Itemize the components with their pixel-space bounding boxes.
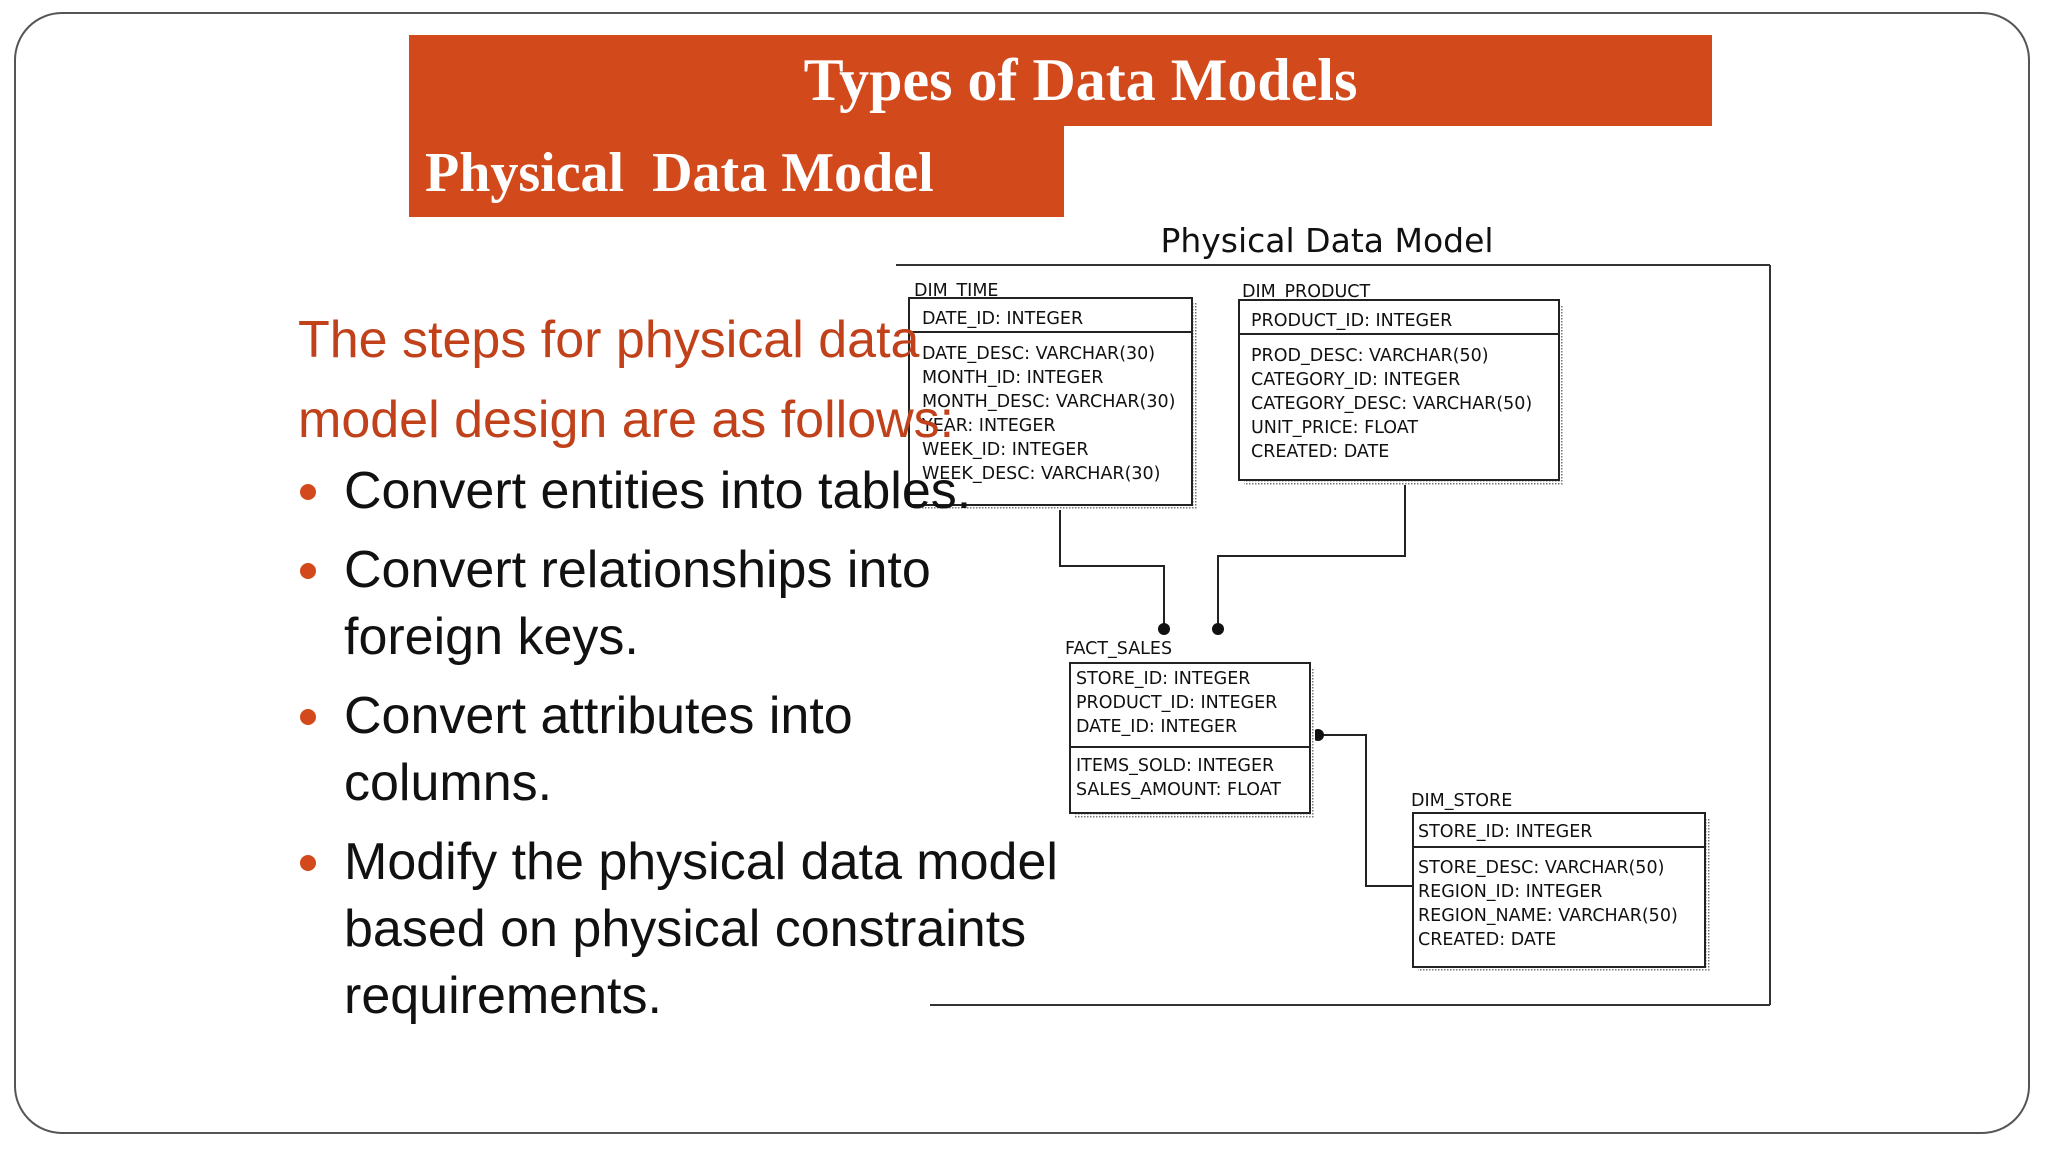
key-column: DATE_ID: INTEGER [1076,717,1237,737]
attribute-column: DATE_DESC: VARCHAR(30) [922,344,1155,364]
title-banner [409,35,1712,126]
bullet-text: Convert relationships into foreign keys. [344,541,931,666]
table-dim-store: DIM_STORE STORE_ID: INTEGER STORE_DESC: … [1411,791,1710,972]
slide-subtitle: Physical Data Model [425,142,934,204]
attribute-column: PROD_DESC: VARCHAR(50) [1251,346,1489,366]
key-column: PRODUCT_ID: INTEGER [1076,693,1277,713]
physical-data-model-diagram: Physical Data Model DIM_TIME DATE_ID: IN… [896,221,1771,1006]
bullet-text: Convert attributes into columns. [344,687,853,812]
table-dim-time: DIM_TIME DATE_ID: INTEGER DATE_DESC: VAR… [908,281,1197,510]
bullet-item: Convert relationships into foreign keys. [298,537,1058,671]
bullet-dot-icon [300,484,316,500]
intro-text: The steps for physical data model design… [298,311,955,449]
bullet-text: Modify the physical data model based on … [344,833,1058,1025]
bullet-text: Convert entities into tables. [344,462,972,520]
bullet-item: Convert entities into tables. [298,458,1058,525]
diagram-frame [896,264,1771,1006]
attribute-column: WEEK_ID: INTEGER [922,440,1089,460]
bullet-item: Convert attributes into columns. [298,683,1058,817]
bullet-dot-icon [300,563,316,579]
attribute-column: WEEK_DESC: VARCHAR(30) [922,464,1161,484]
attribute-column: STORE_DESC: VARCHAR(50) [1418,858,1664,878]
attribute-column: SALES_AMOUNT: FLOAT [1076,780,1281,800]
key-column: STORE_ID: INTEGER [1418,822,1592,842]
attribute-column: REGION_ID: INTEGER [1418,882,1602,902]
attribute-column: UNIT_PRICE: FLOAT [1251,418,1418,438]
key-column: STORE_ID: INTEGER [1076,669,1250,689]
table-name: DIM_STORE [1411,791,1512,811]
attribute-column: CATEGORY_DESC: VARCHAR(50) [1251,394,1532,414]
slide-title: Types of Data Models [803,47,1358,113]
attribute-column: CATEGORY_ID: INTEGER [1251,370,1460,390]
table-name: DIM_PRODUCT [1242,282,1370,302]
attribute-column: CREATED: DATE [1251,442,1389,462]
key-column: PRODUCT_ID: INTEGER [1251,311,1452,331]
table-name: DIM_TIME [914,281,999,301]
attribute-column: REGION_NAME: VARCHAR(50) [1418,906,1678,926]
subtitle-banner [409,126,1064,217]
attribute-column: YEAR: INTEGER [921,416,1056,436]
key-column: DATE_ID: INTEGER [922,309,1083,329]
attribute-column: ITEMS_SOLD: INTEGER [1076,756,1274,776]
diagram-title: Physical Data Model [1160,221,1493,260]
relationship-lines [1059,475,1413,887]
bullet-list: Convert entities into tables. Convert re… [298,458,1058,1042]
attribute-column: MONTH_DESC: VARCHAR(30) [922,392,1175,412]
bullet-dot-icon [300,709,316,725]
table-fact-sales: FACT_SALES STORE_ID: INTEGER PRODUCT_ID:… [1065,639,1315,818]
table-name: FACT_SALES [1065,639,1172,659]
attribute-column: CREATED: DATE [1418,930,1556,950]
bullet-item: Modify the physical data model based on … [298,829,1058,1030]
attribute-column: MONTH_ID: INTEGER [922,368,1103,388]
bullet-dot-icon [300,855,316,871]
table-dim-product: DIM_PRODUCT PRODUCT_ID: INTEGER PROD_DES… [1238,282,1564,485]
